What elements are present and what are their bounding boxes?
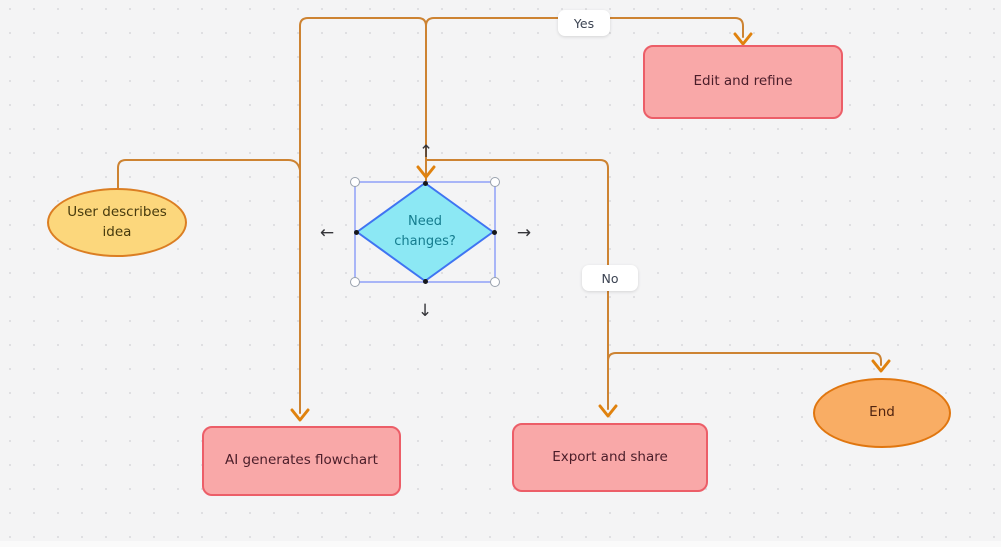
node-ai-label: AI generates flowchart <box>225 452 378 469</box>
edge-label-yes[interactable]: Yes <box>558 10 610 36</box>
resize-handle-bottom-right[interactable] <box>490 277 500 287</box>
connector-anchor-right[interactable] <box>491 229 497 235</box>
arrow-right-icon[interactable]: → <box>516 223 532 243</box>
edge-user-to-ai[interactable] <box>117 159 301 190</box>
node-end-label: End <box>869 404 895 421</box>
arrowhead-into-end <box>871 359 891 373</box>
node-user-label: User describes idea <box>67 203 167 240</box>
resize-handle-bottom-left[interactable] <box>350 277 360 287</box>
node-need-changes[interactable]: Need changes? <box>354 181 496 283</box>
edge-export-to-end[interactable] <box>607 352 882 366</box>
connector-anchor-top[interactable] <box>422 180 428 186</box>
node-end[interactable]: End <box>813 378 951 448</box>
node-ai-generates-flowchart[interactable]: AI generates flowchart <box>202 426 401 496</box>
arrowhead-into-edit <box>733 32 753 46</box>
canvas-bottom-edge <box>0 541 1001 547</box>
edge-label-no[interactable]: No <box>582 265 638 291</box>
arrow-down-icon[interactable]: ↓ <box>417 301 433 321</box>
arrowhead-into-ai <box>290 408 310 422</box>
arrowhead-into-decision <box>416 165 436 179</box>
node-edit-label: Edit and refine <box>693 73 793 90</box>
edge-no-to-export[interactable] <box>425 159 609 410</box>
connector-anchor-left[interactable] <box>353 229 359 235</box>
node-decision-label: Need changes? <box>394 214 456 249</box>
node-user-describes-idea[interactable]: User describes idea <box>47 188 187 257</box>
arrowhead-into-export <box>598 404 618 418</box>
arrow-up-icon[interactable]: ↑ <box>418 142 434 162</box>
resize-handle-top-right[interactable] <box>490 177 500 187</box>
connector-anchor-bottom[interactable] <box>422 278 428 284</box>
arrow-left-icon[interactable]: ← <box>319 223 335 243</box>
node-export-label: Export and share <box>552 448 668 465</box>
node-edit-and-refine[interactable]: Edit and refine <box>643 45 843 119</box>
resize-handle-top-left[interactable] <box>350 177 360 187</box>
node-export-and-share[interactable]: Export and share <box>512 423 708 492</box>
